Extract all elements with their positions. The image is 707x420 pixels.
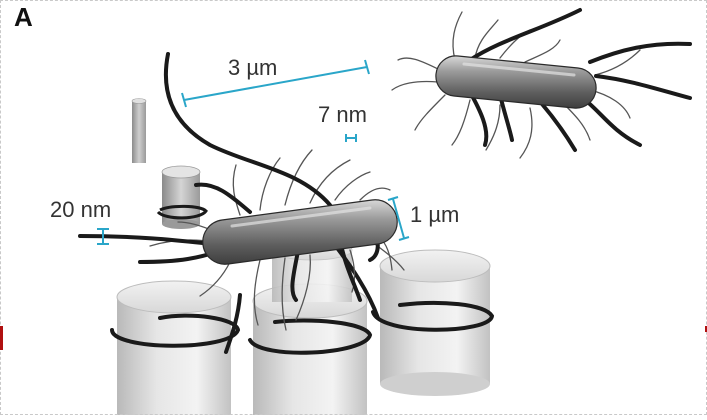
thin-post [132, 99, 146, 164]
small-pillar [158, 166, 206, 229]
length-label: 3 µm [228, 55, 277, 80]
panel-label: A [14, 2, 33, 32]
pillar-left [117, 281, 231, 415]
pillar-right [380, 250, 490, 396]
pilus-width-label: 7 nm [318, 102, 367, 127]
cell-width-label: 1 µm [410, 202, 459, 227]
measure-pilus-width [346, 134, 356, 142]
edge-mark-left [0, 326, 3, 350]
lower-bacterium-body [203, 200, 397, 264]
upper-bacterium-body [436, 56, 596, 108]
flagellum-width-label: 20 nm [50, 197, 111, 222]
